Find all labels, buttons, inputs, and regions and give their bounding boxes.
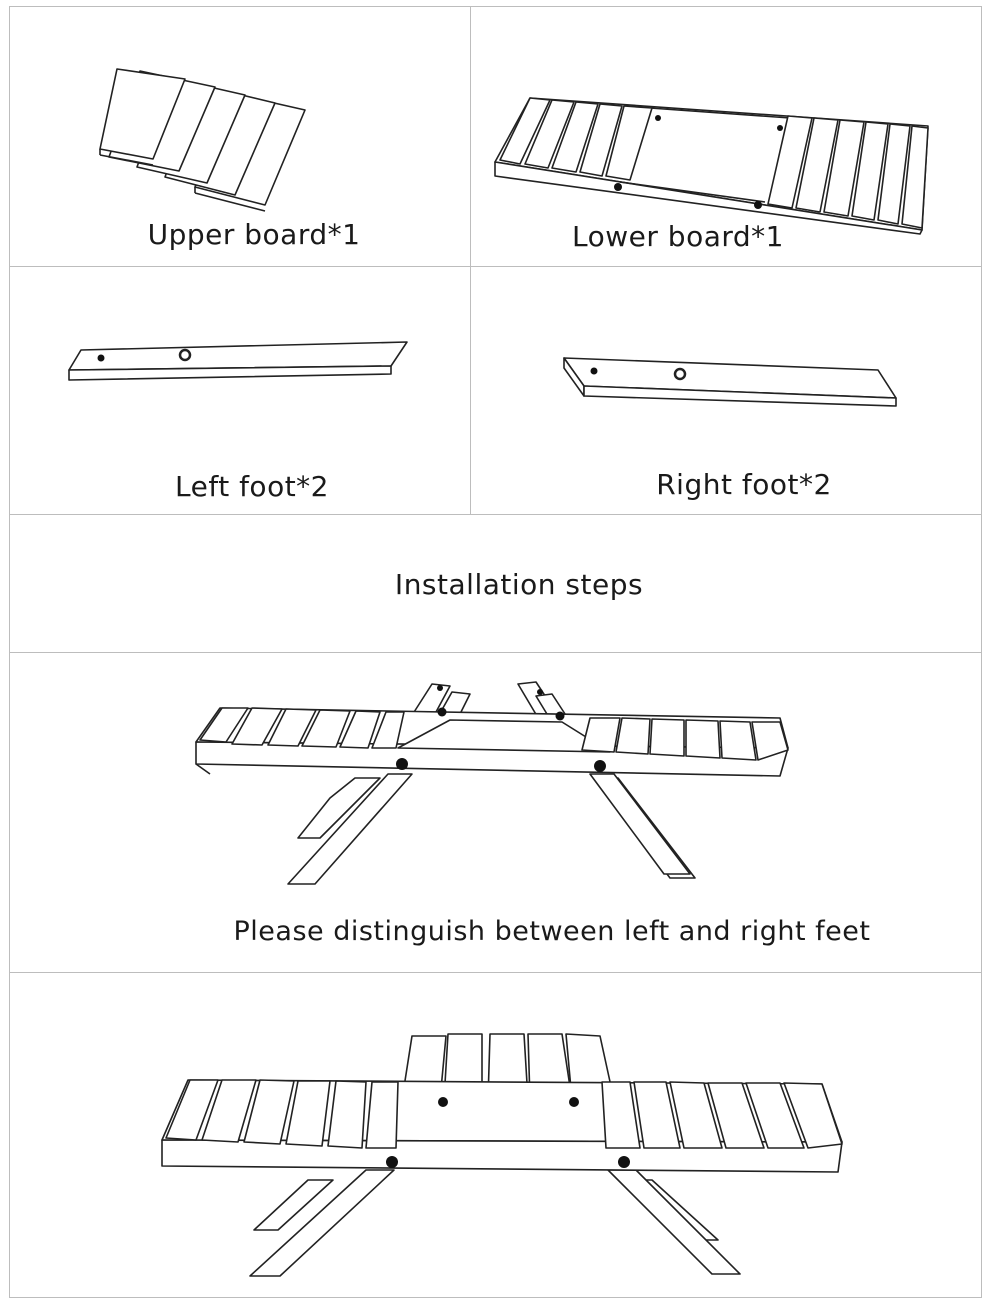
divider (10, 972, 981, 973)
step2-illustration (161, 1033, 843, 1277)
instruction-sheet (9, 6, 982, 1298)
right-foot-label: Right foot*2 (656, 468, 832, 501)
upper-board-illustration (99, 68, 306, 212)
left-foot-label: Left foot*2 (175, 470, 329, 503)
divider (10, 652, 981, 653)
installation-steps-heading: Installation steps (394, 568, 644, 601)
lower-board-illustration (494, 97, 929, 235)
left-foot-illustration (68, 341, 408, 381)
lower-board-label: Lower board*1 (572, 220, 784, 253)
divider (470, 7, 471, 514)
divider (10, 514, 981, 515)
right-foot-illustration (563, 357, 897, 407)
divider (10, 266, 981, 267)
step1-note: Please distinguish between left and righ… (233, 916, 871, 947)
step1-illustration (195, 681, 789, 885)
upper-board-label: Upper board*1 (147, 218, 361, 251)
